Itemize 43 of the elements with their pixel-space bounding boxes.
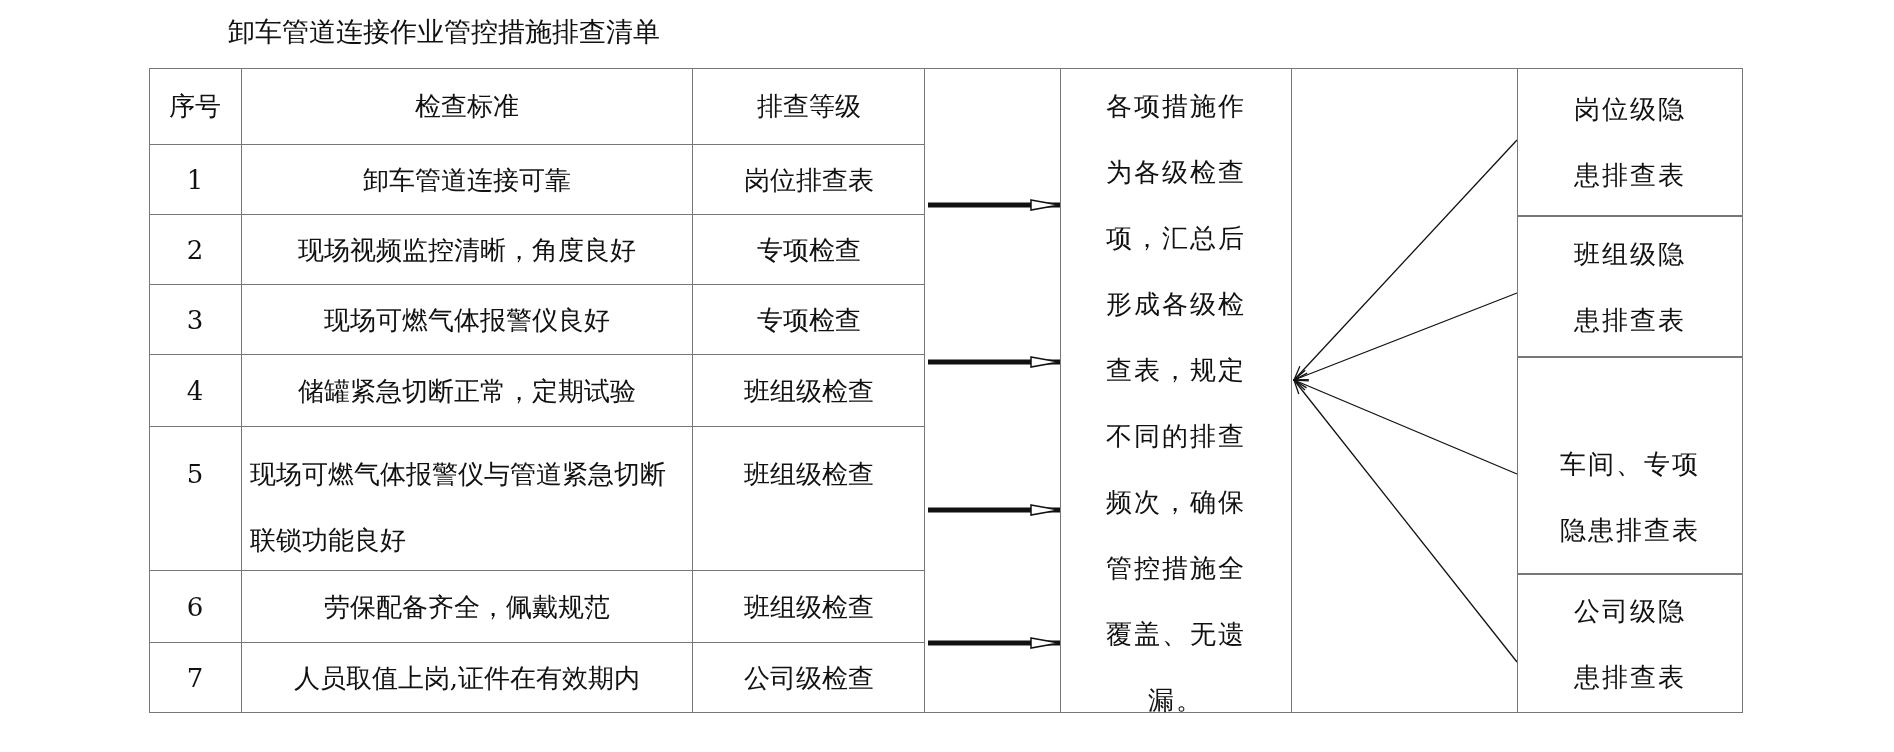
title: 卸车管道连接作业管控措施排查清单 <box>228 15 660 49</box>
table-cell: 班组级检查 <box>693 427 925 571</box>
text-box <box>1517 68 1743 216</box>
table-cell: 专项检查 <box>693 215 925 285</box>
table-cell: 6 <box>149 571 242 643</box>
table-cell: 序号 <box>149 68 242 145</box>
text-box <box>1517 216 1743 357</box>
box-text: 岗位级隐患排查表 <box>1573 93 1687 192</box>
arrow <box>928 504 1060 516</box>
box-text: 班组级隐患排查表 <box>1573 237 1687 337</box>
table-cell: 现场视频监控清晰，角度良好 <box>242 215 693 285</box>
box-text: 车间、专项隐患排查表 <box>1559 448 1701 547</box>
arrow <box>928 356 1060 368</box>
table-cell: 现场可燃气体报警仪良好 <box>242 285 693 355</box>
arrow <box>1293 379 1518 475</box>
table-cell: 4 <box>149 355 242 427</box>
arrow <box>928 199 1060 211</box>
table-cell: 班组级检查 <box>693 355 925 427</box>
table-cell: 2 <box>149 215 242 285</box>
text-box <box>1517 357 1743 574</box>
table-cell: 7 <box>149 643 242 713</box>
arrow <box>1293 292 1518 381</box>
table-cell: 岗位排查表 <box>693 145 925 215</box>
box-text: 公司级隐患排查表 <box>1573 594 1687 694</box>
table-cell: 检查标准 <box>242 68 693 145</box>
table-cell: 人员取值上岗,证件在有效期内 <box>242 643 693 713</box>
table-cell: 排查等级 <box>693 68 925 145</box>
arrow <box>928 637 1060 649</box>
table-cell: 5 <box>149 427 242 571</box>
table-cell-text: 公司级检查 <box>743 662 875 695</box>
box-text: 各项措施作为各级检查项，汇总后形成各级检查表，规定不同的排查频次，确保管控措施全覆盖、无遗漏。 <box>1105 90 1247 717</box>
table-cell: 储罐紧急切断正常，定期试验 <box>242 355 693 427</box>
table-cell: 现场可燃气体报警仪与管道紧急切断联锁功能良好 <box>242 427 693 571</box>
arrow <box>1293 379 1518 663</box>
table-cell: 班组级检查 <box>693 571 925 643</box>
table-cell: 劳保配备齐全，佩戴规范 <box>242 571 693 643</box>
table-cell: 专项检查 <box>693 285 925 355</box>
arrow <box>1293 139 1518 381</box>
table-cell: 卸车管道连接可靠 <box>242 145 693 215</box>
table-cell: 3 <box>149 285 242 355</box>
text-box <box>1517 574 1743 713</box>
table-cell: 1 <box>149 145 242 215</box>
text-box <box>1060 68 1292 713</box>
